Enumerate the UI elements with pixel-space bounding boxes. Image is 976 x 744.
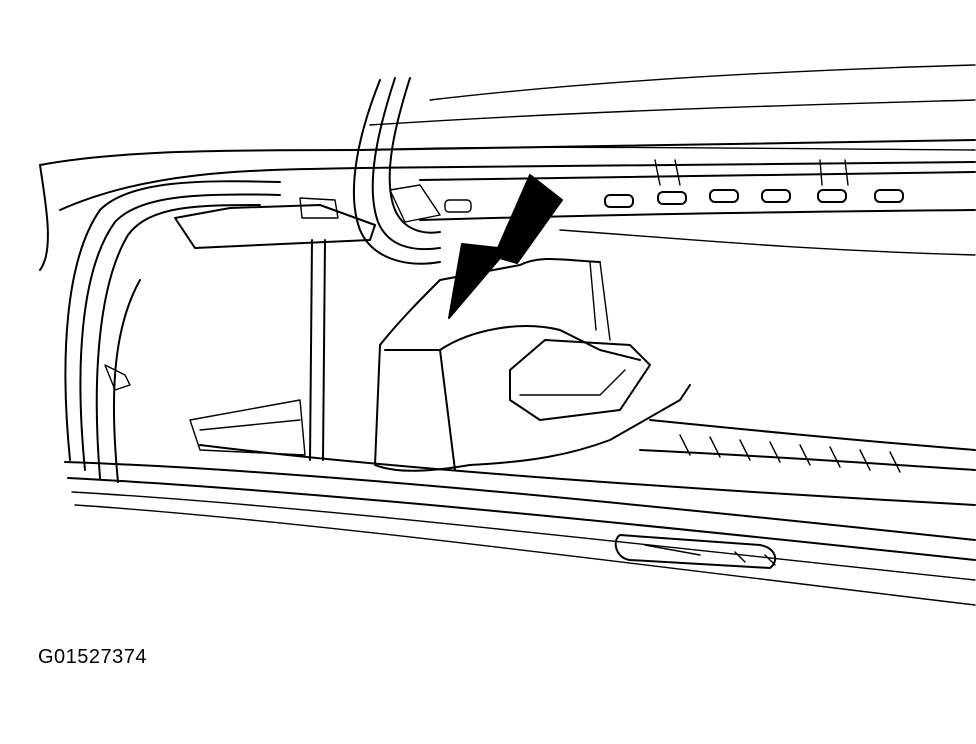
upper-bracket	[174, 184, 441, 249]
upper-panel	[419, 171, 976, 256]
body-outline	[39, 64, 976, 271]
door-opening-frame	[64, 180, 281, 483]
callout-arrow	[448, 174, 563, 319]
floor-bracket	[374, 258, 691, 472]
wiring-harness	[352, 77, 441, 265]
sill-slots	[614, 534, 777, 569]
rocker-sill	[64, 444, 976, 606]
figure-id-label: G01527374	[38, 646, 148, 668]
slot-row	[444, 159, 904, 213]
floor-ribs	[639, 419, 976, 473]
floor-pan	[104, 364, 306, 456]
inner-pillar	[309, 239, 326, 461]
